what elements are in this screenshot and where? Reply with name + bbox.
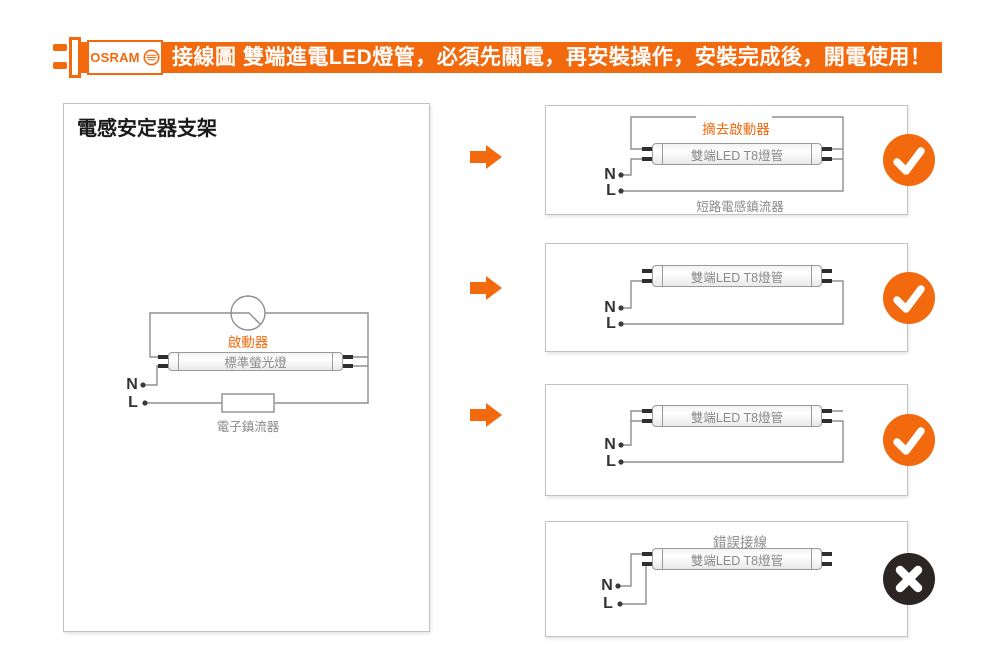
neutral-label: N xyxy=(601,577,613,594)
line-label: L xyxy=(603,595,613,612)
line-label: L xyxy=(606,315,616,332)
check-icon xyxy=(883,272,935,324)
wrong-wiring-label: 錯誤接線 xyxy=(713,535,767,550)
shorted-ballast-label: 短路電感鎮流器 xyxy=(696,200,784,214)
arrow-right-icon xyxy=(470,145,502,427)
tube-pin-icon xyxy=(53,44,67,51)
led-tube-1: 雙端LED T8燈管 xyxy=(652,143,822,165)
neutral-label: N xyxy=(604,166,616,183)
left-panel-title: 電感安定器支架 xyxy=(77,118,217,140)
led-tube-label: 雙端LED T8燈管 xyxy=(690,410,784,425)
led-tube-2: 雙端LED T8燈管 xyxy=(652,265,822,287)
fluorescent-tube-label: 標準螢光燈 xyxy=(224,356,287,370)
check-icon xyxy=(883,414,935,466)
fluorescent-tube: 標準螢光燈 xyxy=(168,352,343,371)
banner-bar xyxy=(81,42,942,73)
ballast-label: 電子鎮流器 xyxy=(216,420,280,434)
banner-message: 接線圖 雙端進電LED燈管，必須先關電，再安裝操作，安裝完成後，開電使用！ xyxy=(172,46,932,69)
neutral-label: N xyxy=(604,299,616,316)
led-tube-3: 雙端LED T8燈管 xyxy=(652,405,822,427)
cross-icon xyxy=(883,553,935,605)
tube-pin-icon xyxy=(53,62,67,69)
osram-wordmark: OSRAM xyxy=(90,50,140,65)
line-label: L xyxy=(128,394,138,411)
wiring-panel-2 xyxy=(545,243,908,352)
osram-logo: OSRAM xyxy=(87,40,163,75)
osram-emblem-icon xyxy=(143,49,160,66)
led-tube-label: 雙端LED T8燈管 xyxy=(690,270,784,285)
removed-starter-label: 摘去啟動器 xyxy=(698,118,774,138)
led-tube-4: 雙端LED T8燈管 xyxy=(652,548,822,570)
check-icon xyxy=(883,134,935,186)
starter-label: 啟動器 xyxy=(227,335,269,350)
neutral-label: N xyxy=(604,436,616,453)
line-label: L xyxy=(606,453,616,470)
led-tube-label: 雙端LED T8燈管 xyxy=(690,148,784,163)
tube-endcap-icon xyxy=(69,37,81,78)
neutral-label: N xyxy=(126,376,138,393)
line-label: L xyxy=(606,182,616,199)
wiring-panel-4 xyxy=(545,521,908,637)
led-tube-label: 雙端LED T8燈管 xyxy=(690,553,784,568)
wiring-panel-3 xyxy=(545,384,908,496)
